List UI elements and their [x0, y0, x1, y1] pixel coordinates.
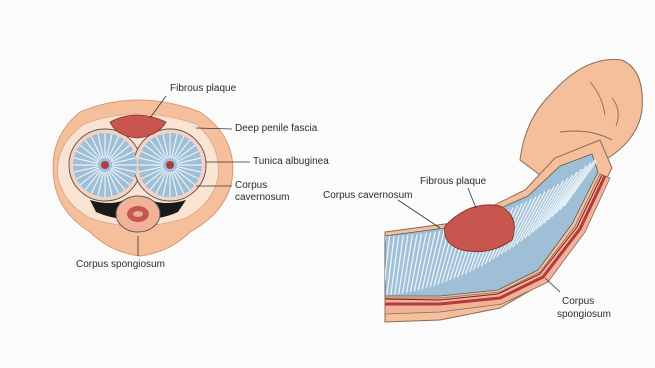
cross-section-view — [53, 96, 250, 256]
cavernosal-artery-left — [101, 161, 109, 169]
longitudinal-view — [379, 59, 642, 322]
label-corpus-cavernosum-cross-2: cavernosum — [235, 192, 289, 204]
urethra-lumen — [133, 211, 143, 217]
label-fibrous-plaque-longitudinal: Fibrous plaque — [420, 176, 486, 188]
label-corpus-cavernosum-cross-1: Corpus — [235, 180, 267, 192]
label-tunica-albuginea: Tunica albuginea — [253, 156, 329, 168]
fibrous-plaque-longitudinal — [445, 205, 515, 252]
cavernosal-artery-right — [166, 161, 174, 169]
label-corpus-cavernosum-longitudinal: Corpus cavernosum — [323, 190, 412, 202]
label-corpus-spongiosum-cross: Corpus spongiosum — [76, 259, 165, 271]
label-deep-penile-fascia: Deep penile fascia — [235, 123, 317, 135]
label-corpus-spongiosum-longitudinal-2: spongiosum — [557, 309, 611, 321]
label-corpus-spongiosum-longitudinal-1: Corpus — [562, 296, 594, 308]
label-fibrous-plaque-cross: Fibrous plaque — [170, 83, 236, 95]
